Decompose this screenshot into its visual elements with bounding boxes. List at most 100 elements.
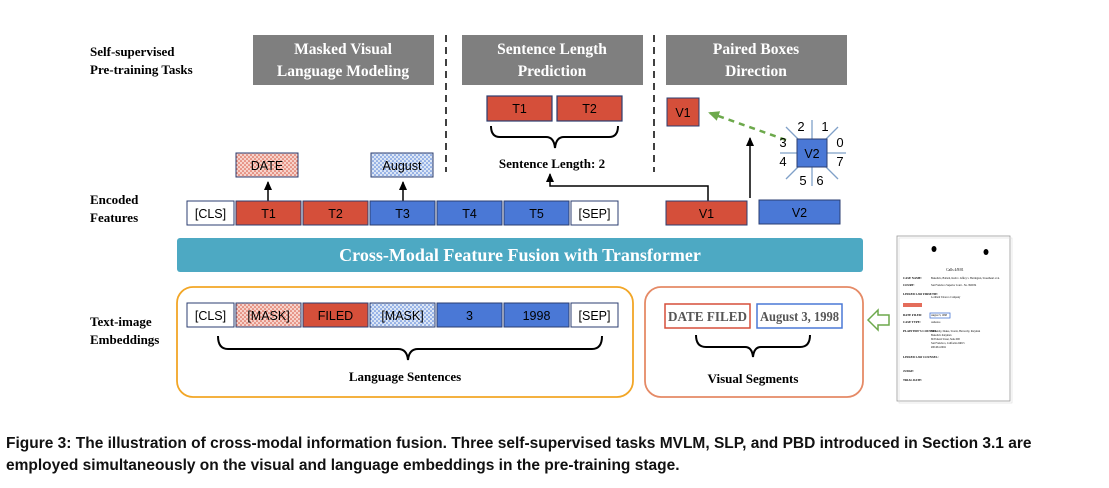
encoded-token-6	[570, 200, 619, 226]
embedding-token-3	[369, 302, 436, 328]
embedding-token-1	[235, 302, 302, 328]
doc-field-value: Benedicts, Ballard, Kreh v. Jeffrey v. H…	[931, 277, 1000, 280]
encoded-token-label: [SEP]	[579, 207, 611, 221]
doc-field-label: LINKED LAW FIRM/TIE:	[903, 292, 938, 296]
encoded-token-4	[436, 200, 503, 226]
doc-field-highlight	[903, 303, 922, 307]
doc-date-highlight	[929, 312, 951, 319]
task-mvlm-line2: Language Modeling	[277, 63, 409, 80]
task-mvlm-box	[253, 35, 434, 85]
doc-field-value: San Francisco, California 94015	[931, 342, 965, 345]
doc-field-label: TRIAL DATE:	[903, 378, 922, 382]
embedding-token-2	[302, 302, 369, 328]
doc-field-value: August 3, 1998	[931, 314, 948, 317]
encoded-label-line1: Encoded	[90, 192, 139, 207]
pbd-v2-label: V2	[804, 147, 819, 161]
encoded-token-label: [CLS]	[195, 207, 226, 221]
embeddings-label-line2: Embeddings	[90, 332, 159, 347]
task-pbd-line2: Direction	[725, 63, 787, 80]
encoded-token-label: T1	[261, 207, 276, 221]
slp-token-t1-label: T1	[512, 102, 527, 116]
doc-field-label: PLAINTIFF'S COUNSEL:	[903, 329, 938, 333]
pbd-dir-0: 0	[836, 135, 843, 150]
encoded-token-5	[503, 200, 570, 226]
embedding-token-label: [CLS]	[195, 309, 226, 323]
encoded-visual-v1-label: V1	[699, 207, 714, 221]
visual-label: Visual Segments	[708, 371, 799, 386]
language-label: Language Sentences	[349, 369, 461, 384]
doc-field-value: 480-961-0604	[931, 346, 946, 349]
mvlm-prediction-august	[370, 152, 434, 178]
pbd-dir-7: 7	[836, 154, 843, 169]
doc-field-label: COURT:	[903, 283, 915, 287]
visual-segment-date	[756, 303, 843, 329]
encoded-token-label: T2	[328, 207, 343, 221]
embeddings-label-line1: Text-image	[90, 314, 152, 329]
encoded-token-1	[235, 200, 302, 226]
task-pbd-line1: Paired Boxes	[713, 41, 799, 58]
fusion-title: Cross-Modal Feature Fusion with Transfor…	[339, 245, 701, 265]
document-thumbnail: Calls 4/8/01 CASE NAME: COURT: LINKED LAW …	[896, 235, 1013, 404]
slp-token-t2-label: T2	[582, 102, 597, 116]
fusion-bar	[177, 238, 863, 272]
visual-segment-date-label: August 3, 1998	[760, 310, 839, 325]
slp-result: Sentence Length: 2	[499, 156, 605, 171]
fusion-diagram: Self-supervised Pre-training Tasks Encod…	[90, 35, 1013, 404]
pbd-dir-6: 6	[816, 173, 823, 188]
embedding-token-0	[186, 302, 235, 328]
pbd-dir-4: 4	[779, 154, 786, 169]
task-slp-line2: Prediction	[518, 63, 587, 80]
doc-field-label: CASE TYPE:	[903, 320, 921, 324]
visual-container	[644, 286, 864, 398]
embedding-token-label: [SEP]	[579, 309, 611, 323]
pbd-v1	[666, 97, 700, 127]
doc-field-value: San Francisco Superior Court - No. 99003…	[931, 284, 977, 287]
doc-field-label: DATE FILED:	[903, 313, 922, 317]
doc-field-label: CASE NAME:	[903, 276, 922, 280]
mvlm-prediction-date	[235, 152, 299, 178]
doc-field-value: 66 Federal Street, Suite 900	[931, 338, 961, 341]
doc-field-value: Lorillard Tobacco Company	[931, 296, 961, 299]
figure-caption: Figure 3: The illustration of cross-moda…	[6, 435, 1032, 474]
encoded-token-label: T5	[529, 207, 544, 221]
embedding-token-label: FILED	[318, 309, 353, 323]
language-brace	[217, 335, 603, 361]
doc-field-value: Benedicts Kleyman	[931, 334, 952, 337]
visual-segment-date-filed	[664, 303, 751, 329]
slp-token-t2	[556, 95, 623, 122]
embedding-token-label: 3	[466, 309, 473, 323]
slp-token-t1	[486, 95, 553, 122]
pbd-v1-label: V1	[675, 106, 690, 120]
slp-connector	[546, 173, 709, 201]
slp-brace	[490, 125, 619, 149]
doc-field-value: Asbestos	[931, 321, 940, 324]
doc-title: Calls 4/8/01	[946, 268, 964, 272]
task-slp-line1: Sentence Length	[497, 41, 607, 58]
task-pbd-box	[666, 35, 847, 85]
pbd-dir-2: 2	[797, 119, 804, 134]
encoded-visual-v2	[758, 199, 841, 225]
mvlm-prediction-august-label: August	[383, 159, 422, 173]
language-container	[176, 286, 634, 398]
encoded-visual-v1	[665, 200, 748, 226]
task-mvlm-line1: Masked Visual	[294, 41, 392, 58]
encoded-token-3	[369, 200, 436, 226]
doc-field-value: Harrowby, Dukes, Swartz, Harrowby, Kleym…	[931, 330, 981, 333]
visual-segment-date-filed-label: DATE FILED	[668, 310, 747, 325]
doc-field-label: JUDGE:	[903, 369, 914, 373]
embedding-token-6	[570, 302, 619, 328]
pbd-direction-arrow	[708, 111, 787, 142]
embedding-token-label: [MASK]	[247, 309, 289, 323]
pbd-dir-3: 3	[779, 135, 786, 150]
input-arrow	[866, 308, 890, 332]
encoded-token-2	[302, 200, 369, 226]
doc-field-label: LINKED LAW COUNSEL:	[903, 355, 939, 359]
embedding-token-4	[436, 302, 503, 328]
embedding-token-label: 1998	[523, 309, 551, 323]
pbd-dir-1: 1	[821, 119, 828, 134]
encoded-token-label: T4	[462, 207, 477, 221]
embedding-token-5	[503, 302, 570, 328]
encoded-token-0	[186, 200, 235, 226]
